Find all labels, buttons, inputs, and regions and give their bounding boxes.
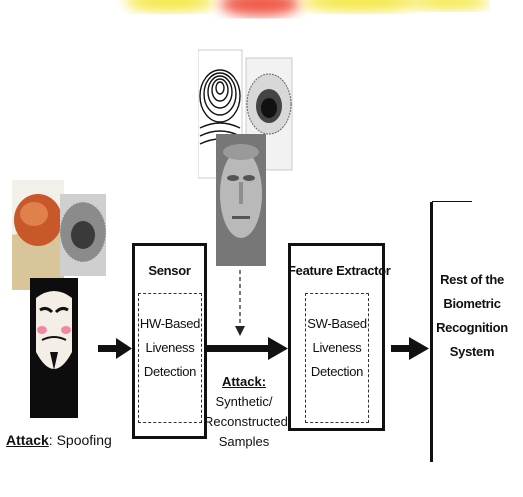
arrow-to-sensor (98, 338, 132, 359)
sw-line-1: SW-Based (305, 312, 369, 336)
rest-line-2: Biometric (434, 292, 510, 316)
sw-line-2: Liveness (305, 336, 369, 360)
sw-line-3: Detection (305, 360, 369, 384)
hw-line-1: HW-Based (138, 312, 202, 336)
sw-liveness-text: SW-Based Liveness Detection (305, 312, 369, 384)
arrow-feature-to-rest (391, 337, 429, 360)
feature-extractor-title: Feature Extractor (288, 263, 385, 278)
rest-line-4: System (434, 340, 510, 364)
arrow-sensor-to-feature (207, 337, 288, 360)
hw-line-3: Detection (138, 360, 202, 384)
rest-of-system-text: Rest of the Biometric Recognition System (434, 268, 510, 364)
rest-line-1: Rest of the (434, 268, 510, 292)
rest-line-3: Recognition (434, 316, 510, 340)
sensor-title: Sensor (132, 263, 207, 278)
hw-line-2: Liveness (138, 336, 202, 360)
hw-liveness-text: HW-Based Liveness Detection (138, 312, 202, 384)
